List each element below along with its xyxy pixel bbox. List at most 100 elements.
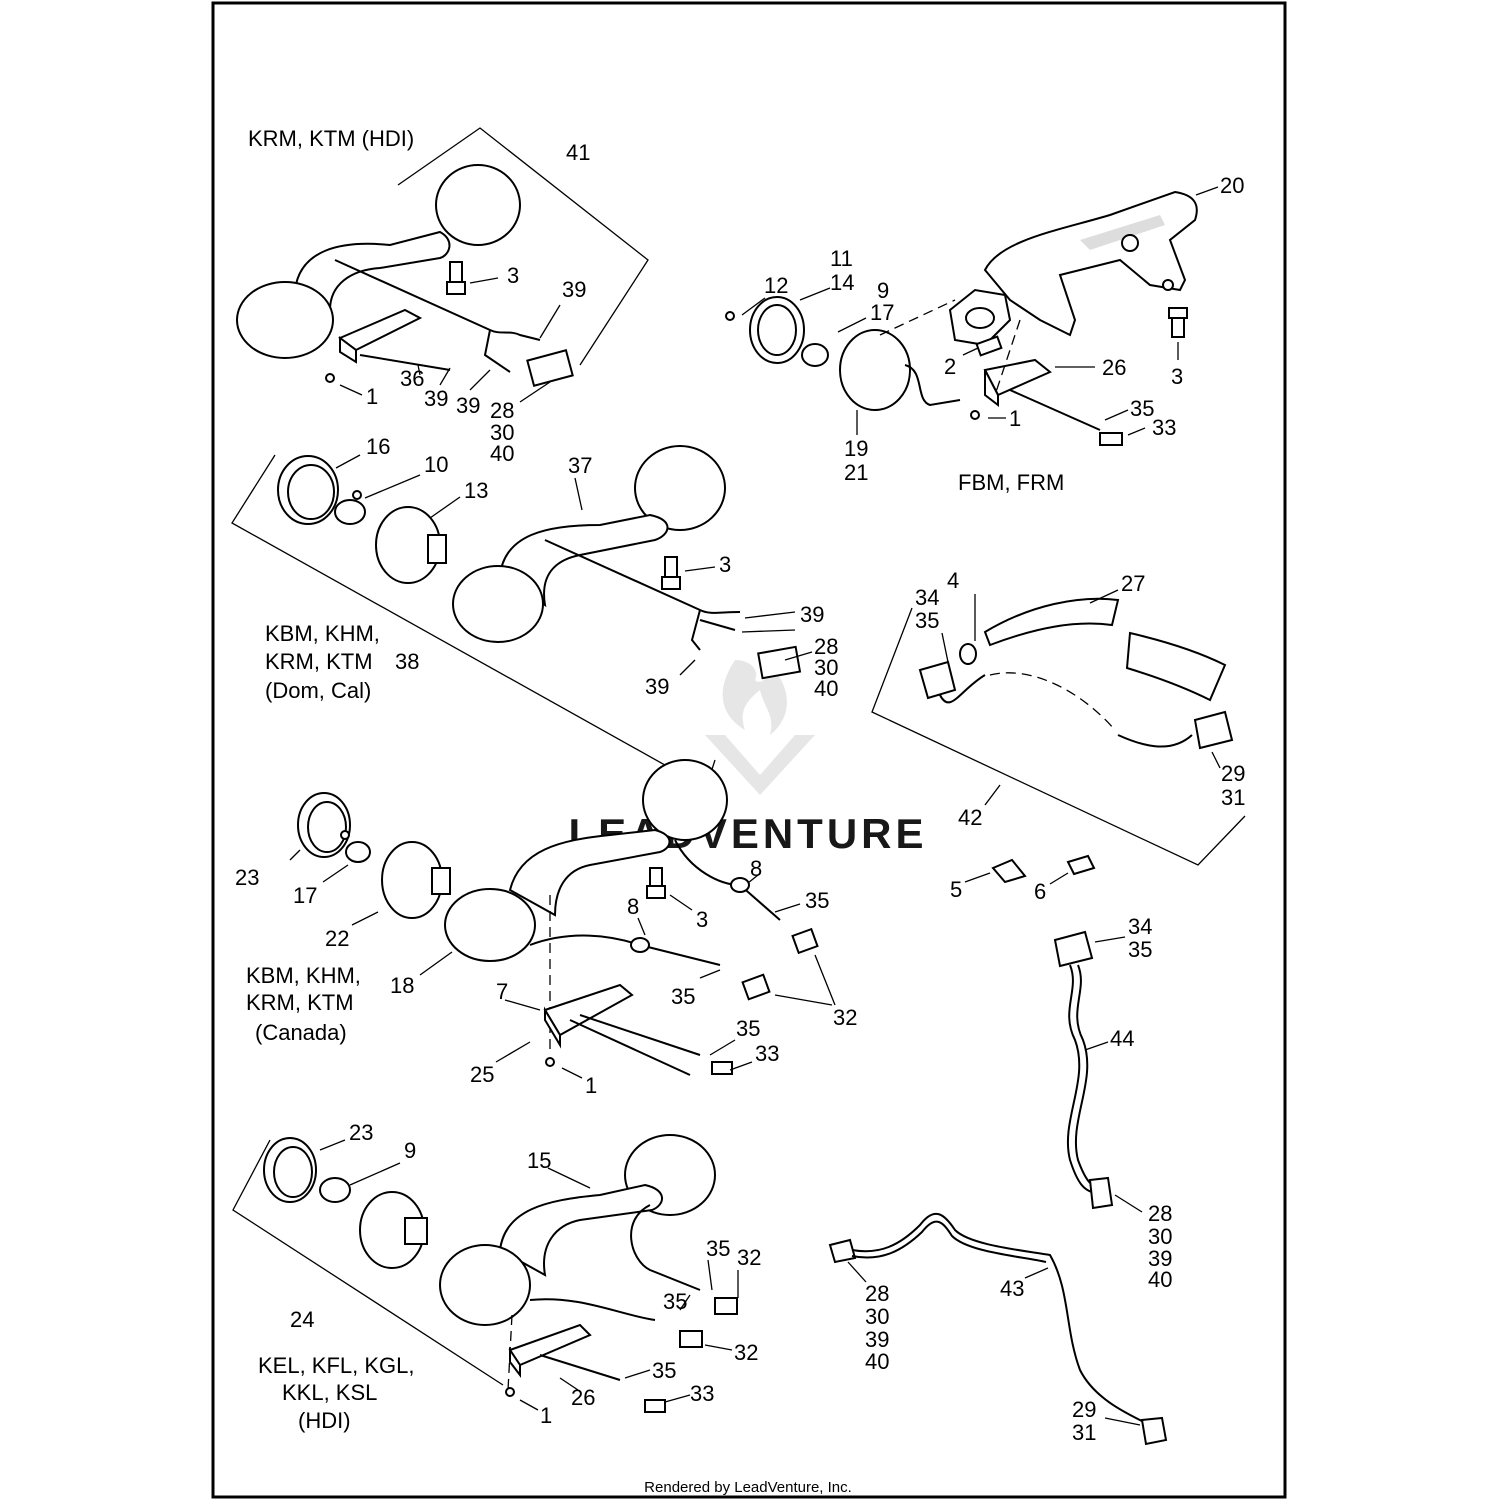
callout-21: 21 — [844, 460, 868, 485]
callout-22: 22 — [325, 926, 349, 951]
callout-3: 3 — [1171, 364, 1183, 389]
callout-2: 2 — [944, 354, 956, 379]
callout-17: 17 — [293, 883, 317, 908]
callout-28: 28 — [865, 1281, 889, 1306]
group-label-dom-cal-2: KRM, KTM — [265, 649, 373, 674]
callout-39: 39 — [645, 674, 669, 699]
callout-3: 3 — [719, 552, 731, 577]
callout-19: 19 — [844, 436, 868, 461]
callout-39: 39 — [456, 393, 480, 418]
callout-17: 17 — [870, 300, 894, 325]
callout-11: 11 — [830, 246, 853, 271]
callout-24: 24 — [290, 1307, 314, 1332]
callout-27: 27 — [1121, 571, 1145, 596]
group-label-krm-ktm-hdi: KRM, KTM (HDI) — [248, 126, 414, 151]
group-label-canada-1: KBM, KHM, — [246, 963, 361, 988]
callout-35: 35 — [915, 608, 939, 633]
callout-1: 1 — [1009, 406, 1021, 431]
callout-20: 20 — [1220, 173, 1244, 198]
callout-42: 42 — [958, 805, 982, 830]
callout-1: 1 — [540, 1403, 552, 1428]
callout-3: 3 — [696, 907, 708, 932]
callout-37: 37 — [568, 453, 592, 478]
callout-35: 35 — [652, 1358, 676, 1383]
callout-35: 35 — [706, 1236, 730, 1261]
callout-30: 30 — [865, 1304, 889, 1329]
group-label-dom-cal-1: KBM, KHM, — [265, 621, 380, 646]
group-label-kel-1: KEL, KFL, KGL, — [258, 1353, 415, 1378]
group-label-kel-2: KKL, KSL — [282, 1380, 377, 1405]
callout-39: 39 — [865, 1327, 889, 1352]
callout-39: 39 — [1148, 1246, 1172, 1271]
callout-32: 32 — [737, 1245, 761, 1270]
section-harness-42 — [871, 589, 1246, 885]
callout-28: 28 — [490, 398, 514, 423]
callout-32: 32 — [734, 1340, 758, 1365]
callout-34: 34 — [1128, 914, 1152, 939]
callout-35: 35 — [736, 1016, 760, 1041]
callout-23: 23 — [349, 1120, 373, 1145]
section-fbm-frm — [725, 186, 1219, 446]
callout-35: 35 — [1128, 937, 1152, 962]
callout-30: 30 — [814, 655, 838, 680]
callout-13: 13 — [464, 478, 488, 503]
group-label-canada-2: KRM, KTM — [246, 990, 354, 1015]
diagram-frame — [211, 1, 1287, 1499]
callout-40: 40 — [814, 676, 838, 701]
callout-31: 31 — [1221, 785, 1245, 810]
section-harness-44 — [1053, 930, 1143, 1213]
group-label-dom-cal-3: (Dom, Cal) — [265, 678, 371, 703]
callout-31: 31 — [1072, 1420, 1096, 1445]
callout-23: 23 — [235, 865, 259, 890]
callout-44: 44 — [1110, 1026, 1134, 1051]
callout-38: 38 — [395, 649, 419, 674]
callout-29: 29 — [1072, 1397, 1096, 1422]
callout-5: 5 — [950, 877, 962, 902]
callout-1: 1 — [366, 384, 378, 409]
callout-40: 40 — [865, 1349, 889, 1374]
callout-30: 30 — [490, 420, 514, 445]
callout-28: 28 — [814, 634, 838, 659]
callout-40: 40 — [1148, 1267, 1172, 1292]
footer-credit: Rendered by LeadVenture, Inc. — [644, 1479, 852, 1496]
callout-26: 26 — [1102, 355, 1126, 380]
callout-35: 35 — [805, 888, 829, 913]
callout-35: 35 — [663, 1289, 687, 1314]
callout-36: 36 — [400, 366, 424, 391]
section-krm-ktm-hdi — [236, 127, 649, 403]
callout-32: 32 — [833, 1005, 857, 1030]
callout-9: 9 — [404, 1138, 416, 1163]
callout-18: 18 — [390, 973, 414, 998]
group-label-canada-3: (Canada) — [255, 1020, 347, 1045]
callout-14: 14 — [830, 270, 854, 295]
callout-3: 3 — [507, 263, 519, 288]
callout-4: 4 — [947, 568, 959, 593]
callout-6: 6 — [1034, 879, 1046, 904]
callout-30: 30 — [1148, 1224, 1172, 1249]
group-label-fbm-frm: FBM, FRM — [958, 470, 1064, 495]
callout-33: 33 — [690, 1381, 714, 1406]
callout-39: 39 — [424, 386, 448, 411]
callout-12: 12 — [764, 273, 788, 298]
callout-33: 33 — [1152, 415, 1176, 440]
callout-28: 28 — [1148, 1201, 1172, 1226]
callout-39: 39 — [562, 277, 586, 302]
callout-7: 7 — [496, 979, 508, 1004]
callout-40: 40 — [490, 441, 514, 466]
callout-10: 10 — [424, 452, 448, 477]
callout-25: 25 — [470, 1062, 494, 1087]
callout-9: 9 — [877, 278, 889, 303]
callout-8: 8 — [750, 856, 762, 881]
section-dom-cal — [231, 445, 813, 789]
callout-39: 39 — [800, 602, 824, 627]
callout-15: 15 — [527, 1148, 551, 1173]
callout-33: 33 — [755, 1041, 779, 1066]
section-harness-43 — [828, 1212, 1168, 1446]
callout-35: 35 — [1130, 396, 1154, 421]
callout-1: 1 — [585, 1073, 597, 1098]
section-kel-kfl-hdi — [232, 1134, 739, 1413]
leadventure-watermark: LEADVENTURE — [568, 660, 924, 857]
callout-41: 41 — [566, 140, 590, 165]
callout-29: 29 — [1221, 761, 1245, 786]
